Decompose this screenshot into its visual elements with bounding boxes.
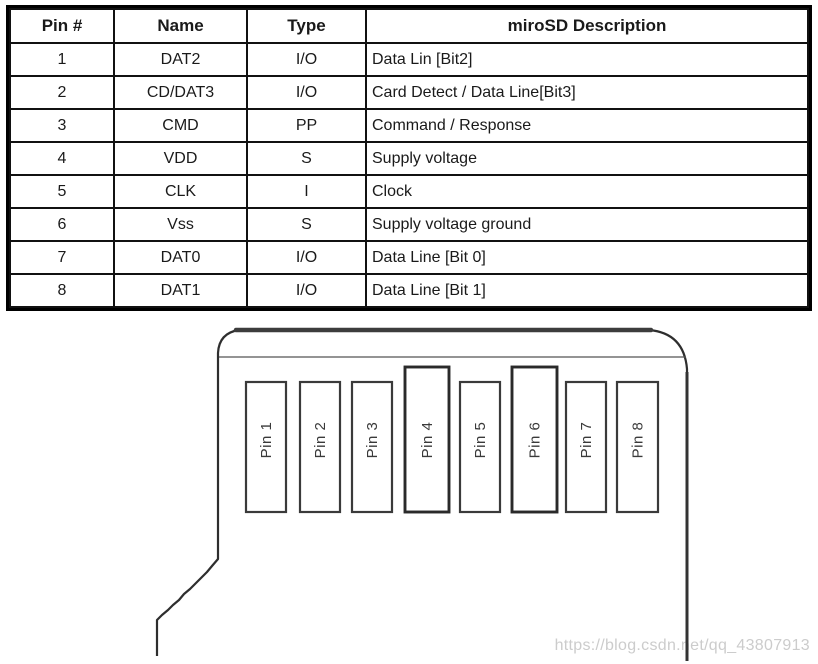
col-header-name: Name (113, 8, 248, 44)
pin-number-cell: 7 (9, 240, 115, 275)
table-header-row: Pin # Name Type miroSD Description (9, 8, 809, 44)
description-cell: Supply voltage (365, 141, 809, 176)
pin-contact-5 (458, 380, 502, 514)
pin-number-cell: 3 (9, 108, 115, 143)
type-cell: I/O (246, 273, 367, 308)
name-cell: Vss (113, 207, 248, 242)
type-cell: S (246, 141, 367, 176)
pin-label: Pin 5 (472, 422, 489, 459)
name-cell: VDD (113, 141, 248, 176)
type-cell: I/O (246, 42, 367, 77)
description-cell: Card Detect / Data Line[Bit3] (365, 75, 809, 110)
name-cell: CD/DAT3 (113, 75, 248, 110)
type-cell: PP (246, 108, 367, 143)
pin-label: Pin 3 (364, 422, 381, 459)
description-cell: Data Lin [Bit2] (365, 42, 809, 77)
watermark: https://blog.csdn.net/qq_43807913 (554, 637, 810, 654)
pin-label: Pin 7 (578, 422, 595, 459)
pin-number-cell: 4 (9, 141, 115, 176)
pin-number-cell: 2 (9, 75, 115, 110)
pin-contact-1 (244, 380, 288, 514)
name-cell: DAT2 (113, 42, 248, 77)
pin-contact-7 (564, 380, 608, 514)
name-cell: CLK (113, 174, 248, 209)
pin-label: Pin 1 (258, 422, 275, 459)
pin-label: Pin 8 (630, 422, 647, 459)
pin-contact-8 (615, 380, 660, 514)
type-cell: I/O (246, 240, 367, 275)
name-cell: DAT0 (113, 240, 248, 275)
pin-label: Pin 6 (527, 422, 544, 459)
description-cell: Command / Response (365, 108, 809, 143)
card-outline (155, 328, 689, 661)
pin-contacts: Pin 1 Pin 2 Pin 3 Pin 4 Pin 5 Pin 6 Pin 7 Pin 8 (244, 365, 660, 514)
pin-number-cell: 6 (9, 207, 115, 242)
type-cell: S (246, 207, 367, 242)
pin-contact-2 (298, 380, 342, 514)
col-header-type: Type (246, 8, 367, 44)
type-cell: I/O (246, 75, 367, 110)
pin-contact-4 (403, 365, 451, 514)
type-cell: I (246, 174, 367, 209)
description-cell: Data Line [Bit 0] (365, 240, 809, 275)
pin-number-cell: 1 (9, 42, 115, 77)
pin-label: Pin 4 (419, 422, 436, 459)
pin-number-cell: 8 (9, 273, 115, 308)
pin-number-cell: 5 (9, 174, 115, 209)
col-header-description: miroSD Description (365, 8, 809, 44)
description-cell: Supply voltage ground (365, 207, 809, 242)
description-cell: Clock (365, 174, 809, 209)
pin-contact-3 (350, 380, 394, 514)
pin-label: Pin 2 (312, 422, 329, 459)
col-header-pin-number: Pin # (9, 8, 115, 44)
name-cell: CMD (113, 108, 248, 143)
pin-contact-6 (510, 365, 559, 514)
description-cell: Data Line [Bit 1] (365, 273, 809, 308)
name-cell: DAT1 (113, 273, 248, 308)
